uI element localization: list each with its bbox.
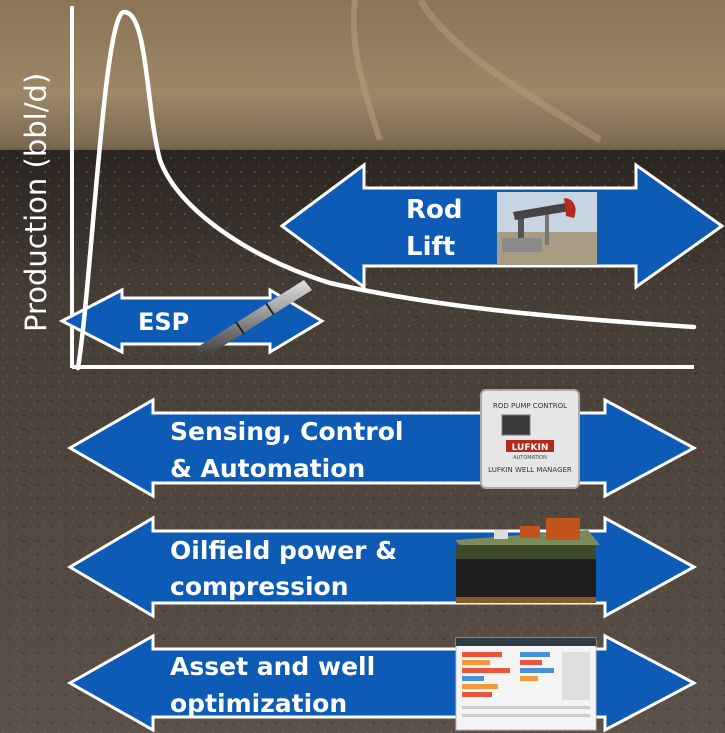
y-axis-label: Production (bbl/d): [19, 73, 53, 332]
rod-pump-control-box: ROD PUMP CONTROL LUFKIN AUTOMATION LUFKI…: [480, 389, 580, 489]
sensing-label-line2: & Automation: [170, 454, 365, 483]
rod-lift-label-line1: Rod: [406, 195, 463, 225]
device-subbrand: AUTOMATION: [513, 455, 547, 461]
power-label-line1: Oilfield power &: [170, 536, 397, 565]
device-product: LUFKIN WELL MANAGER: [488, 466, 572, 474]
esp-pump-photo: [196, 280, 312, 358]
esp-label: ESP: [138, 308, 189, 336]
device-brand: LUFKIN: [512, 443, 549, 453]
asset-label-line2: optimization: [170, 689, 347, 718]
power-label-line2: compression: [170, 572, 349, 601]
oilfield-compression-cutaway: [455, 518, 600, 603]
device-title: ROD PUMP CONTROL: [493, 402, 567, 410]
asset-label-line1: Asset and well: [170, 652, 375, 681]
asset-well-optimization-arrow: Asset and well optimization: [66, 633, 698, 733]
dashboard-screenshot: [455, 637, 597, 731]
track-left: [350, 0, 383, 141]
sensing-label-line1: Sensing, Control: [170, 417, 403, 446]
sensing-control-automation-arrow: Sensing, Control & Automation ROD PUMP C…: [67, 389, 698, 499]
track-right: [416, 0, 602, 143]
esp-arrow: ESP: [58, 280, 325, 358]
production-decline-curve: [75, 9, 697, 371]
rod-lift-arrow: Rod Lift: [279, 162, 725, 290]
oilfield-power-compression-arrow: Oilfield power & compression: [67, 515, 698, 619]
pumpjack-photo: [497, 192, 597, 265]
rod-lift-label-line2: Lift: [406, 232, 455, 262]
